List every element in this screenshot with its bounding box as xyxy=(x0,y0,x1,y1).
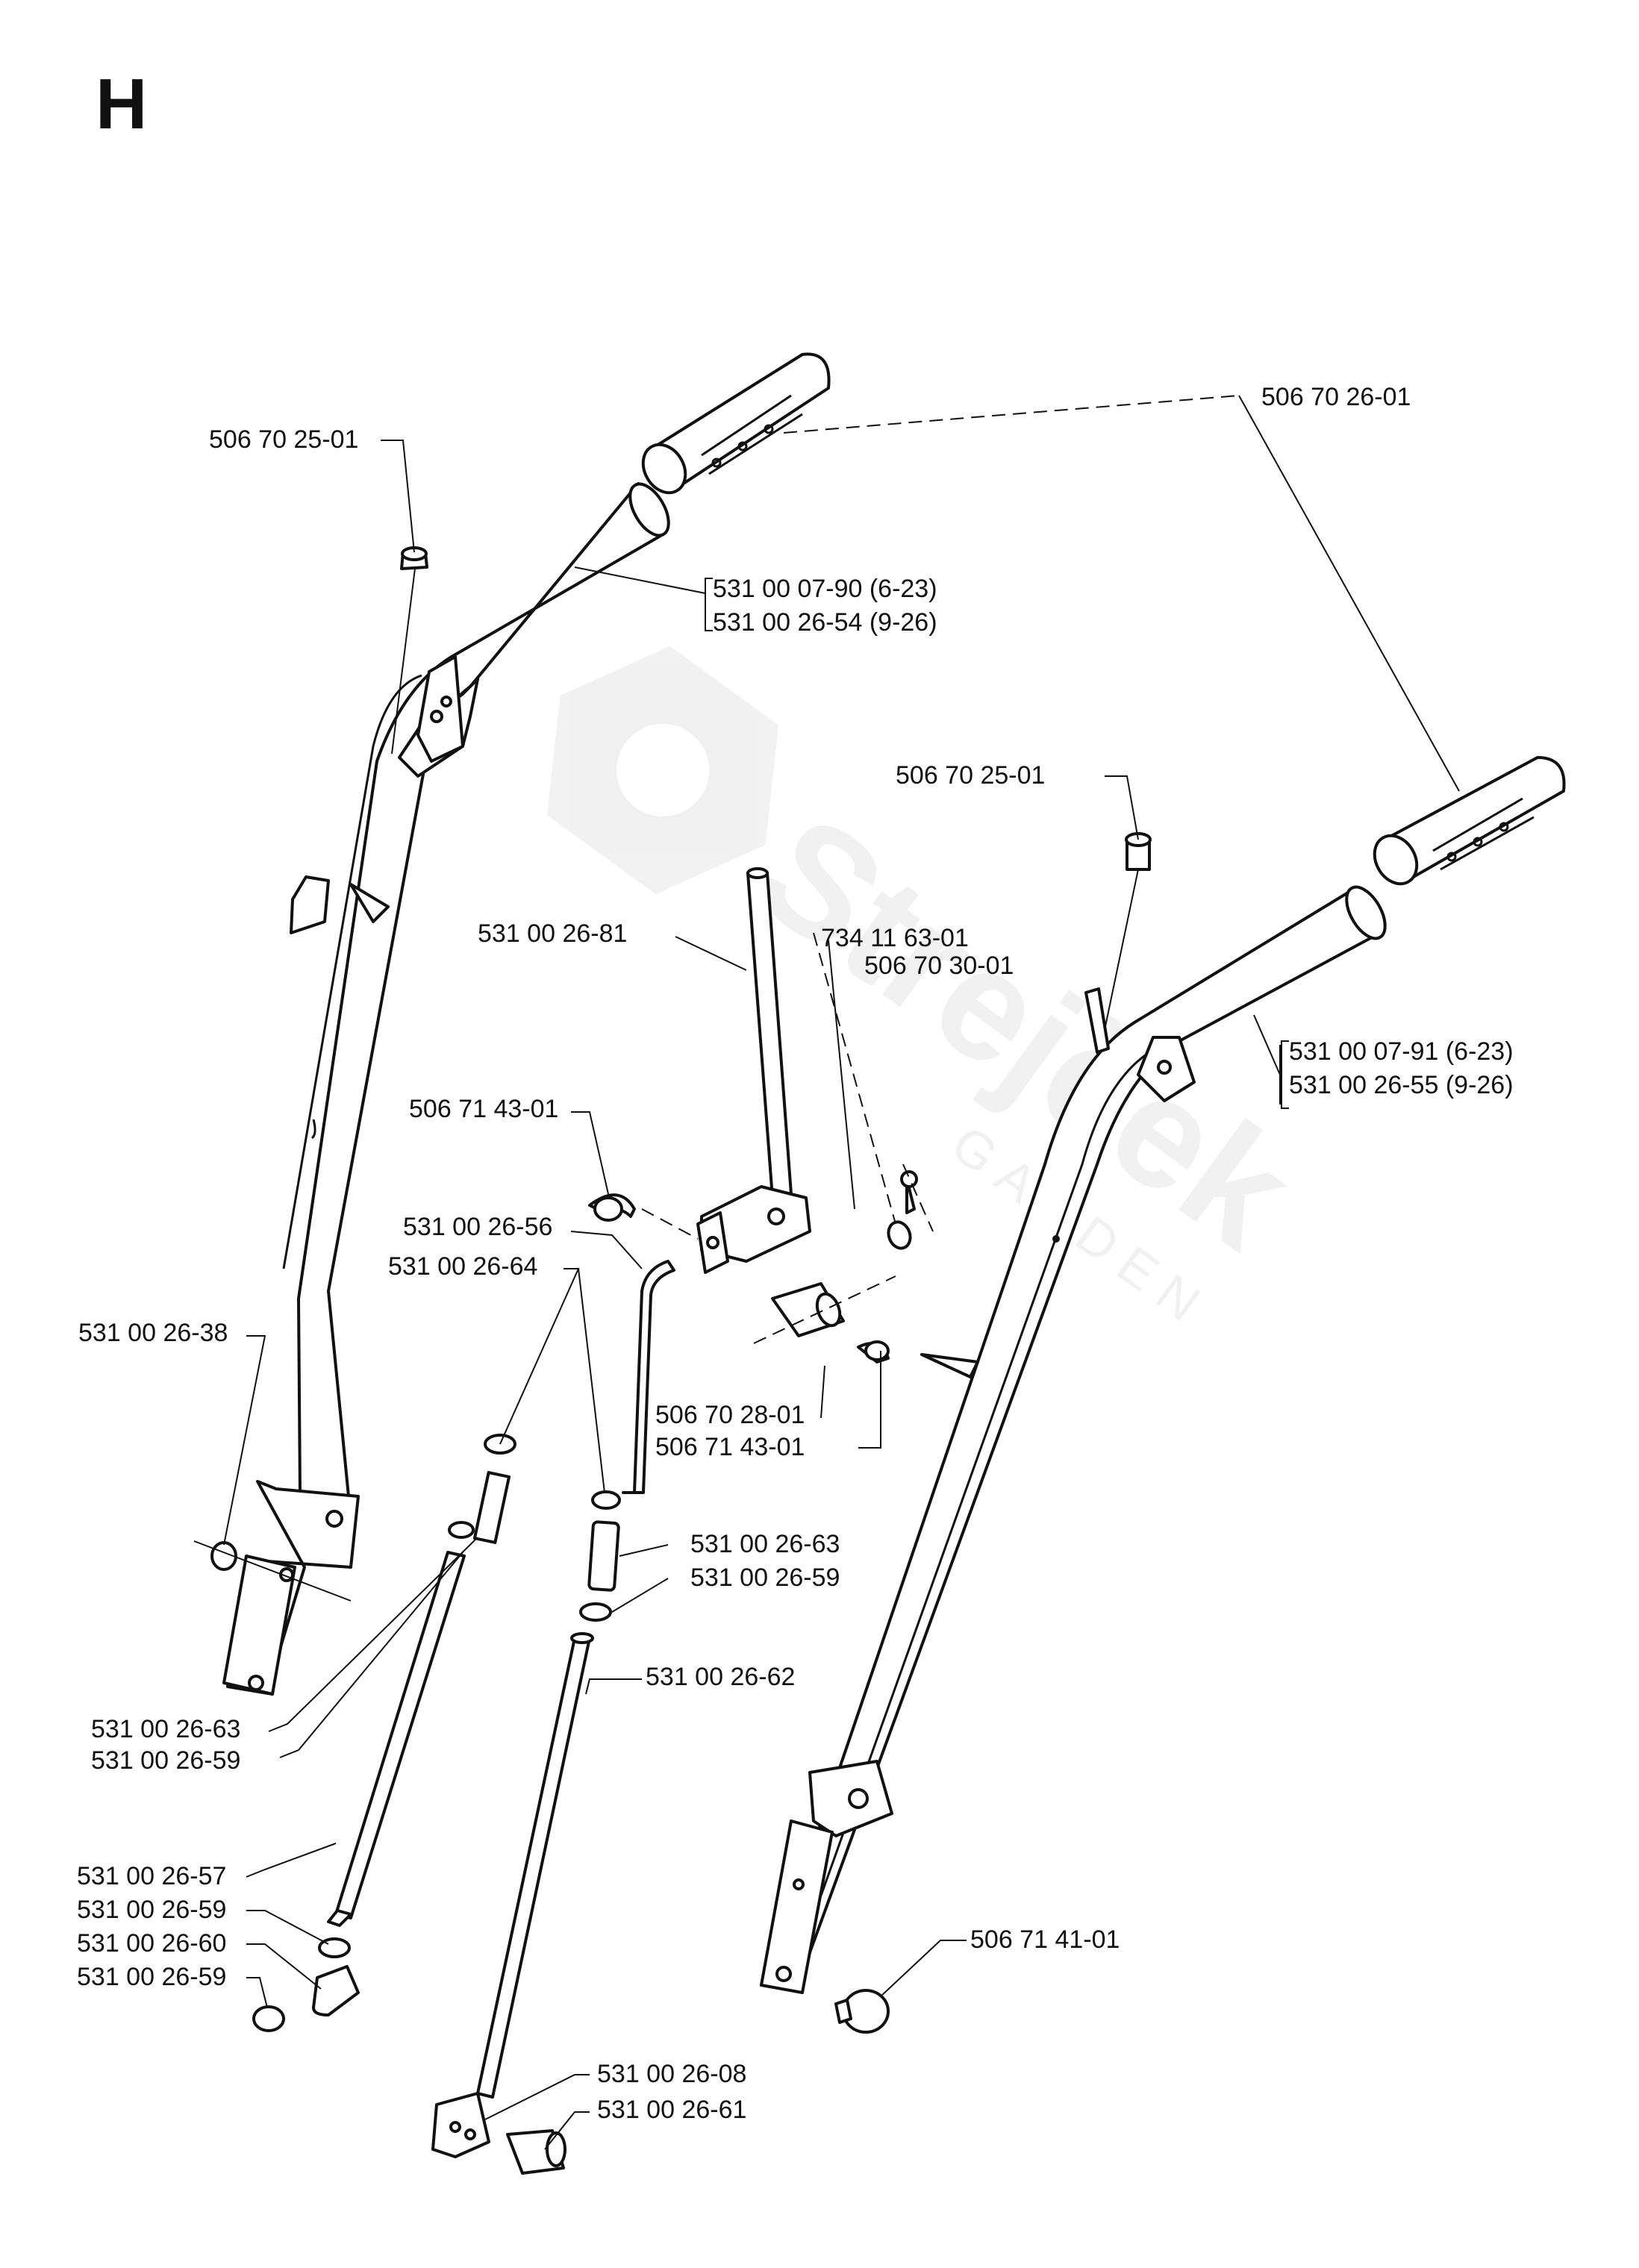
label-rod-56: 531 00 26-56 xyxy=(403,1213,552,1241)
rod-56 xyxy=(622,1260,675,1494)
label-coupler-63-left: 531 00 26-63 xyxy=(91,1715,240,1743)
part-labels: 506 70 26-01 506 70 25-01 531 00 07-90 (… xyxy=(77,383,1514,2124)
left-handle xyxy=(222,482,670,1696)
right-rod-chain xyxy=(431,1490,621,2175)
label-bushing-61: 531 00 26-61 xyxy=(597,2096,746,2124)
label-handle-right-b: 531 00 26-55 (9-26) xyxy=(1289,1071,1514,1099)
label-pin-734: 734 11 63-01 xyxy=(821,924,969,952)
screw-right xyxy=(1104,832,1152,1031)
label-clip-upper: 506 71 43-01 xyxy=(409,1095,558,1123)
label-washer-3001: 506 70 30-01 xyxy=(864,952,1014,980)
label-screw-left: 506 70 25-01 xyxy=(209,425,358,454)
label-bracket-08: 531 00 26-08 xyxy=(597,2060,746,2088)
label-coupler-63-right: 531 00 26-63 xyxy=(690,1530,840,1558)
label-knob-4101: 506 71 41-01 xyxy=(970,1925,1120,1954)
left-rod-chain xyxy=(252,1434,516,2032)
label-nut-64: 531 00 26-64 xyxy=(388,1252,537,1281)
label-brackets xyxy=(705,578,1289,1109)
watermark-logo-icon xyxy=(546,646,779,895)
grip-right xyxy=(1373,756,1566,886)
leader-lines xyxy=(223,395,1460,2150)
bolt-38 xyxy=(193,1540,352,1602)
lever-assembly xyxy=(588,867,934,1363)
screw-left xyxy=(391,546,428,755)
label-screw-right: 506 70 25-01 xyxy=(896,761,1045,790)
label-lever-rod: 531 00 26-81 xyxy=(478,919,627,948)
grip-top xyxy=(641,352,831,495)
label-handle-left-a: 531 00 07-90 (6-23) xyxy=(713,575,937,603)
label-clip-lower: 506 71 43-01 xyxy=(655,1433,805,1461)
label-bolt-38: 531 00 26-38 xyxy=(78,1319,228,1347)
label-nut-59-b: 531 00 26-59 xyxy=(77,1963,226,1991)
label-rod-62: 531 00 26-62 xyxy=(646,1663,795,1691)
section-letter: H xyxy=(96,64,147,144)
label-nut-59-right: 531 00 26-59 xyxy=(690,1563,840,1592)
knob-4101 xyxy=(834,1989,890,2034)
label-handle-left-b: 531 00 26-54 (9-26) xyxy=(713,608,937,637)
label-grip: 506 70 26-01 xyxy=(1261,383,1411,411)
label-rod-57: 531 00 26-57 xyxy=(77,1862,226,1890)
right-handle xyxy=(760,885,1387,1994)
label-elbow-60: 531 00 26-60 xyxy=(77,1929,226,1958)
label-nut-59-left: 531 00 26-59 xyxy=(91,1746,240,1775)
label-pin-2801: 506 70 28-01 xyxy=(655,1401,805,1429)
label-nut-59-a: 531 00 26-59 xyxy=(77,1896,226,1924)
label-handle-right-a: 531 00 07-91 (6-23) xyxy=(1289,1037,1514,1066)
